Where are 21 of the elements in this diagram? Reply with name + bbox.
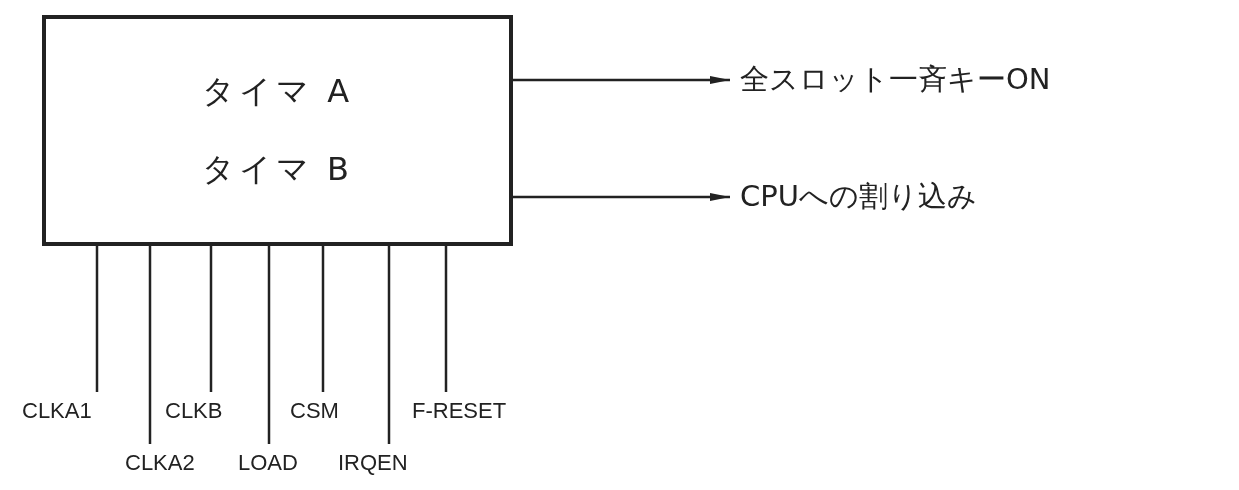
- timer-block: [42, 15, 513, 246]
- arrow: [513, 76, 730, 84]
- arrow: [513, 193, 730, 201]
- output-label: CPUへの割り込み: [740, 177, 977, 217]
- signal-line: [444, 246, 448, 392]
- signal-name: F-RESET: [412, 398, 507, 424]
- signal-line: [321, 246, 325, 392]
- signal-name: CLKA1: [22, 398, 92, 424]
- timer-label: タイマ A: [201, 70, 354, 112]
- signal-line: [387, 246, 391, 444]
- signal-line: [95, 246, 99, 392]
- signal-name: CLKB: [165, 398, 223, 424]
- signal-line: [267, 246, 271, 444]
- signal-line: [209, 246, 213, 392]
- signal-name: IRQEN: [338, 450, 408, 476]
- output-label: 全スロット一斉キーON: [740, 60, 1051, 100]
- signal-name: CLKA2: [125, 450, 195, 476]
- timer-label: タイマ B: [201, 148, 354, 190]
- signal-name: LOAD: [238, 450, 298, 476]
- signal-name: CSM: [290, 398, 339, 424]
- signal-line: [148, 246, 152, 444]
